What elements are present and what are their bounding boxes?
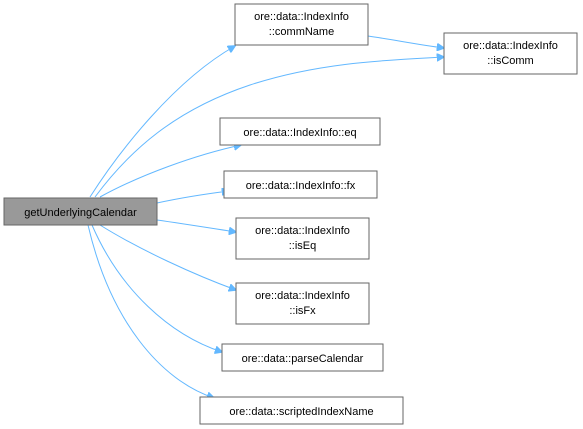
node-label-line1: ore::data::IndexInfo [463,40,558,52]
node-label: ore::data::scriptedIndexName [229,406,373,418]
node-label: getUnderlyingCalendar [24,207,137,219]
edge-root-to-isEq [156,219,236,232]
edge-commName-to-isComm [367,35,444,48]
node-scriptedIndexName[interactable]: ore::data::scriptedIndexName [199,396,404,425]
node-label: ore::data::parseCalendar [242,353,364,365]
edge-root-to-fx [156,191,229,204]
node-commName[interactable]: ore::data::IndexInfo ::commName [234,3,369,46]
edge-root-to-commName [89,46,235,198]
edges [87,35,444,398]
node-label: ore::data::IndexInfo::eq [243,127,356,139]
edge-root-to-isComm [94,57,444,198]
node-label-line2: ::commName [269,26,334,38]
edge-root-to-parseCalendar [91,224,222,352]
node-isFx[interactable]: ore::data::IndexInfo ::isFx [235,282,370,325]
node-isEq[interactable]: ore::data::IndexInfo ::isEq [235,217,370,260]
node-label-line1: ore::data::IndexInfo [255,225,350,237]
node-label: ore::data::IndexInfo::fx [246,180,356,192]
edge-root-to-scriptedIndexName [87,224,214,398]
node-label-line2: ::isFx [289,305,316,317]
node-eq[interactable]: ore::data::IndexInfo::eq [219,117,381,146]
node-parseCalendar[interactable]: ore::data::parseCalendar [221,343,384,372]
node-label-line1: ore::data::IndexInfo [255,290,350,302]
node-label-line2: ::isComm [487,55,533,67]
node-label-line2: ::isEq [289,240,317,252]
node-isComm[interactable]: ore::data::IndexInfo ::isComm [443,32,578,75]
node-getUnderlyingCalendar[interactable]: getUnderlyingCalendar [3,197,158,226]
edge-root-to-isFx [99,224,236,290]
node-label-line1: ore::data::IndexInfo [254,11,349,23]
node-fx[interactable]: ore::data::IndexInfo::fx [223,170,378,199]
edge-root-to-eq [99,145,241,198]
